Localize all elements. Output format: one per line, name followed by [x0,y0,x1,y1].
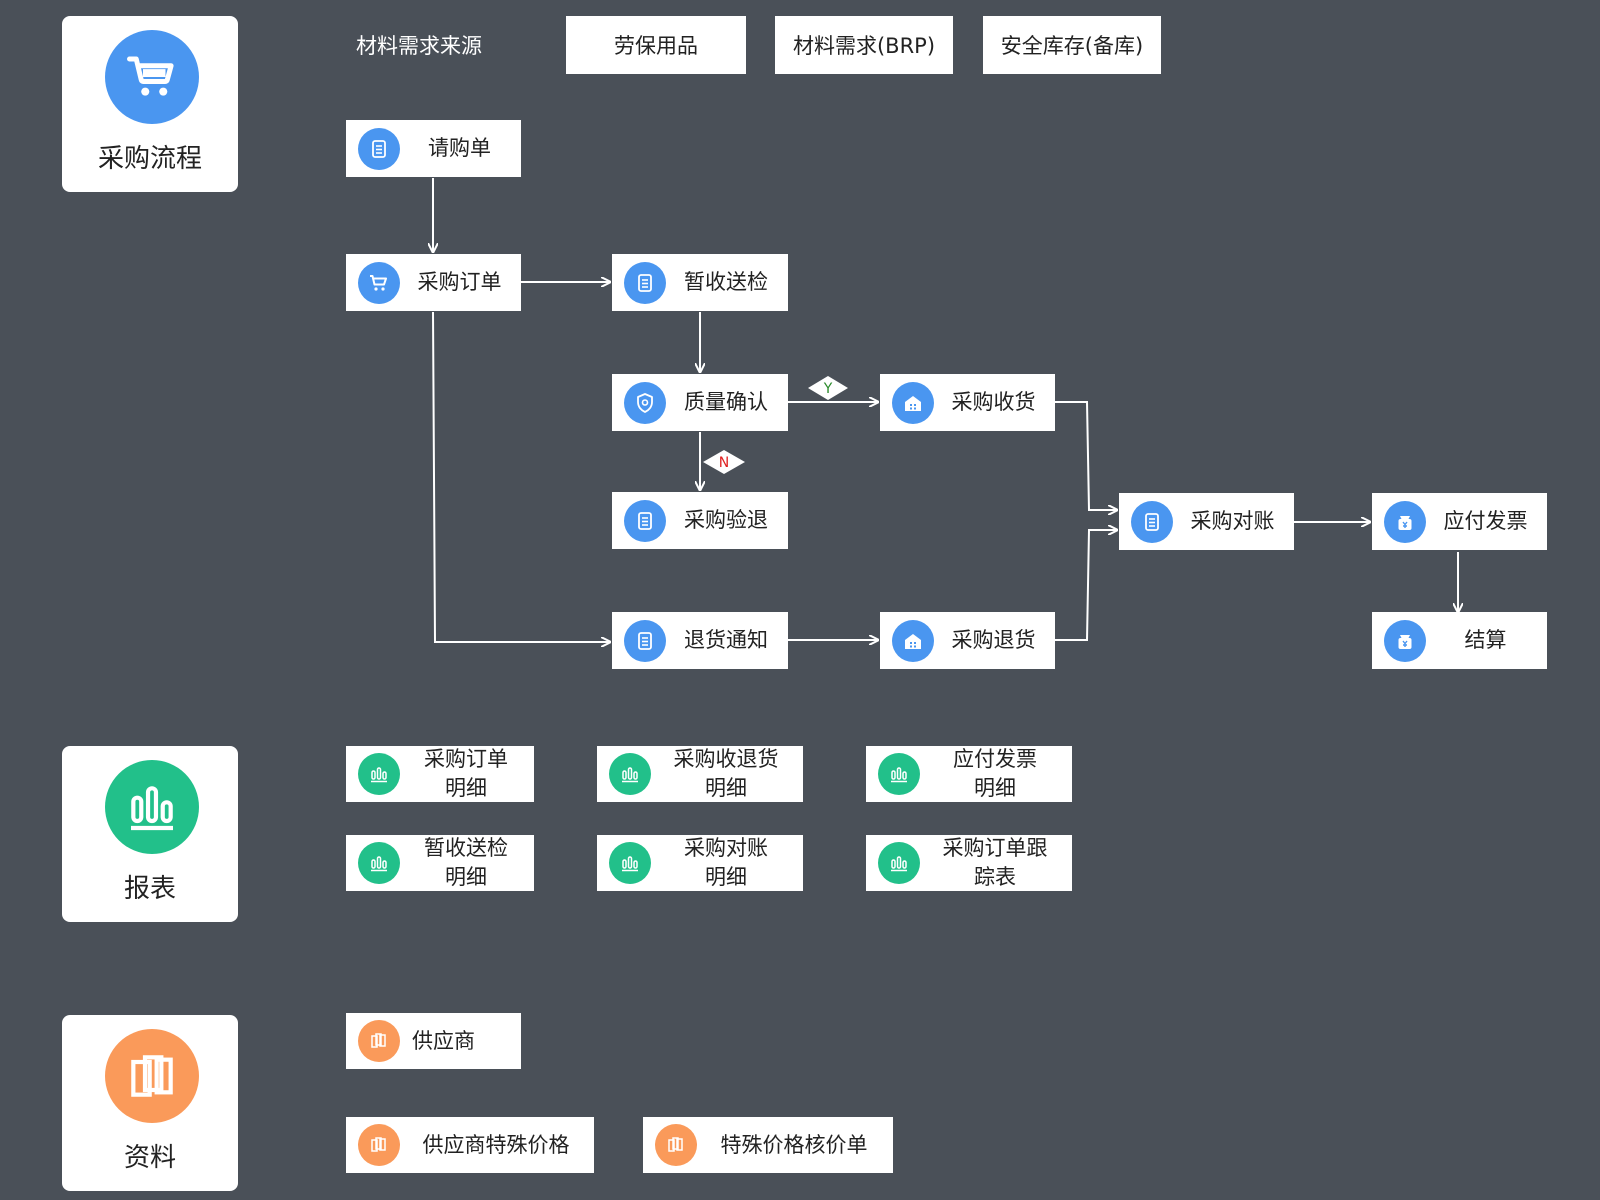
special-price-approval-node[interactable]: 特殊价格核价单 [643,1117,893,1173]
document-icon [358,127,400,170]
supplier-node[interactable]: 供应商 [346,1013,521,1069]
money-bag-icon [1384,500,1426,543]
arrow-receipt-to-reconciliation [1055,401,1117,510]
report-line2: 明细 [705,776,747,800]
document-icon [624,261,666,304]
purchase-request-node[interactable]: 请购单 [346,120,521,177]
procurement-flow-title: 采购流程 [97,144,202,174]
special-price-approval-label: 特殊价格核价单 [720,1132,868,1157]
documents-icon [655,1124,697,1166]
report-label: 应付发票明细 [924,746,1066,802]
reconciliation-label: 采购对账 [1190,509,1275,533]
warehouse-icon [892,381,934,424]
report-label: 采购对账明细 [655,835,797,891]
report-line1: 采购收退货 [673,747,779,771]
bar-chart-icon [358,842,400,884]
decision-no: N [703,450,745,474]
temp-inspection-node[interactable]: 暂收送检 [612,254,788,311]
arrow-order-to-return-notice [432,311,610,642]
temp-inspection-label: 暂收送检 [684,270,768,294]
money-bag-icon [1384,619,1426,662]
purchase-receipt-node[interactable]: 采购收货 [880,374,1055,431]
bar-chart-icon [609,842,651,884]
quality-check-node[interactable]: 质量确认 [612,374,788,431]
settlement-node[interactable]: 结算 [1372,612,1547,669]
payable-invoice-node[interactable]: 应付发票 [1372,493,1547,550]
master-data-card[interactable]: 资料 [62,1015,238,1191]
quality-check-label: 质量确认 [684,390,768,414]
return-notice-node[interactable]: 退货通知 [612,612,788,669]
decision-no-label: N [719,455,729,471]
report-line1: 暂收送检 [424,836,508,860]
procurement-flow-card[interactable]: 采购流程 [62,16,238,192]
source-safety-stock[interactable]: 安全库存(备库) [983,16,1161,74]
reports-title: 报表 [123,874,176,904]
settlement-label: 结算 [1464,628,1507,652]
bar-chart-icon [878,753,920,795]
report-receipt-return-detail[interactable]: 采购收退货明细 [597,746,803,802]
documents-icon [358,1020,400,1062]
report-reconciliation-detail[interactable]: 采购对账明细 [597,835,803,891]
return-notice-label: 退货通知 [684,628,768,652]
document-icon [1131,500,1173,543]
report-temp-inspection-detail[interactable]: 暂收送检明细 [346,835,534,891]
shopping-cart-icon [358,261,400,304]
reconciliation-node[interactable]: 采购对账 [1119,493,1294,550]
warehouse-icon [892,619,934,662]
material-source-label: 材料需求来源 [356,34,482,58]
purchase-order-label: 采购订单 [417,270,502,294]
report-line2: 明细 [705,865,747,889]
report-line1: 采购对账 [684,836,768,860]
reports-card[interactable]: 报表 [62,746,238,922]
bar-chart-icon [105,760,199,854]
documents-icon [105,1029,199,1123]
inspection-return-label: 采购验退 [684,508,768,532]
supplier-special-price-node[interactable]: 供应商特殊价格 [346,1117,594,1173]
purchase-order-node[interactable]: 采购订单 [346,254,521,311]
report-line2: 明细 [445,865,487,889]
report-label: 采购订单明细 [404,746,528,802]
bar-chart-icon [358,753,400,795]
master-data-title: 资料 [123,1143,176,1173]
shield-icon [624,381,666,424]
documents-icon [358,1124,400,1166]
supplier-label: 供应商 [412,1028,475,1053]
report-line1: 采购订单 [424,747,508,771]
decision-yes: Y [808,376,848,400]
source-labor-protection[interactable]: 劳保用品 [566,16,746,74]
arrow-return-to-reconciliation [1055,530,1117,641]
report-line2: 踪表 [974,865,1016,889]
report-line1: 应付发票 [953,747,1037,771]
report-label: 采购收退货明细 [655,746,797,802]
report-line2: 明细 [974,776,1016,800]
inspection-return-node[interactable]: 采购验退 [612,492,788,549]
report-label: 暂收送检明细 [404,835,528,891]
supplier-special-price-label: 供应商特殊价格 [422,1132,570,1157]
decision-yes-label: Y [823,381,833,397]
shopping-cart-icon [105,30,199,124]
bar-chart-icon [609,753,651,795]
purchase-return-label: 采购退货 [951,628,1036,652]
purchase-request-label: 请购单 [428,136,491,160]
purchase-return-node[interactable]: 采购退货 [880,612,1055,669]
report-label: 采购订单跟踪表 [924,835,1066,891]
payable-invoice-label: 应付发票 [1443,509,1528,533]
report-invoice-detail[interactable]: 应付发票明细 [866,746,1072,802]
report-line1: 采购订单跟 [942,836,1048,860]
document-icon [624,619,666,662]
report-purchase-order-detail[interactable]: 采购订单明细 [346,746,534,802]
source-brp[interactable]: 材料需求(BRP) [775,16,953,74]
purchase-receipt-label: 采购收货 [951,390,1036,414]
report-order-tracking[interactable]: 采购订单跟踪表 [866,835,1072,891]
report-line2: 明细 [445,776,487,800]
document-icon [624,499,666,542]
bar-chart-icon [878,842,920,884]
